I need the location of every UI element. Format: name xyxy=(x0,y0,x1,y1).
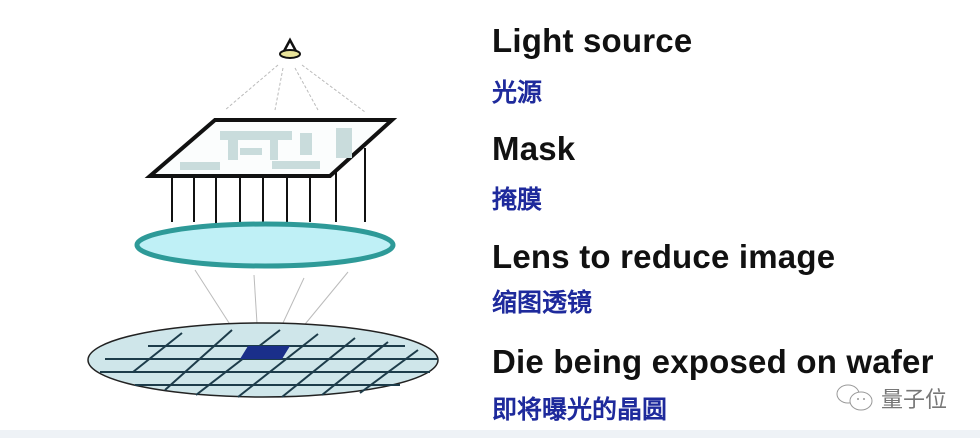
exposed-die xyxy=(240,346,290,359)
wechat-icon xyxy=(836,384,873,411)
mask xyxy=(144,118,398,224)
watermark-text: 量子位 xyxy=(881,388,948,413)
label-die: Die being exposed on wafer xyxy=(492,343,934,380)
lithography-diagram xyxy=(87,37,439,398)
light-rays-upper xyxy=(224,64,366,113)
lens xyxy=(134,221,396,269)
label-die-zh: 即将曝光的晶圆 xyxy=(492,395,668,424)
light-source-icon xyxy=(279,37,301,59)
label-light-source-zh: 光源 xyxy=(492,78,543,107)
bottom-strip xyxy=(0,430,980,438)
watermark: 量子位 xyxy=(835,382,947,414)
label-lens: Lens to reduce image xyxy=(492,238,836,275)
label-lens-zh: 缩图透镜 xyxy=(492,288,593,317)
label-mask-zh: 掩膜 xyxy=(492,185,543,214)
label-mask: Mask xyxy=(492,130,576,167)
wafer xyxy=(87,322,439,398)
label-light-source: Light source xyxy=(492,22,693,59)
